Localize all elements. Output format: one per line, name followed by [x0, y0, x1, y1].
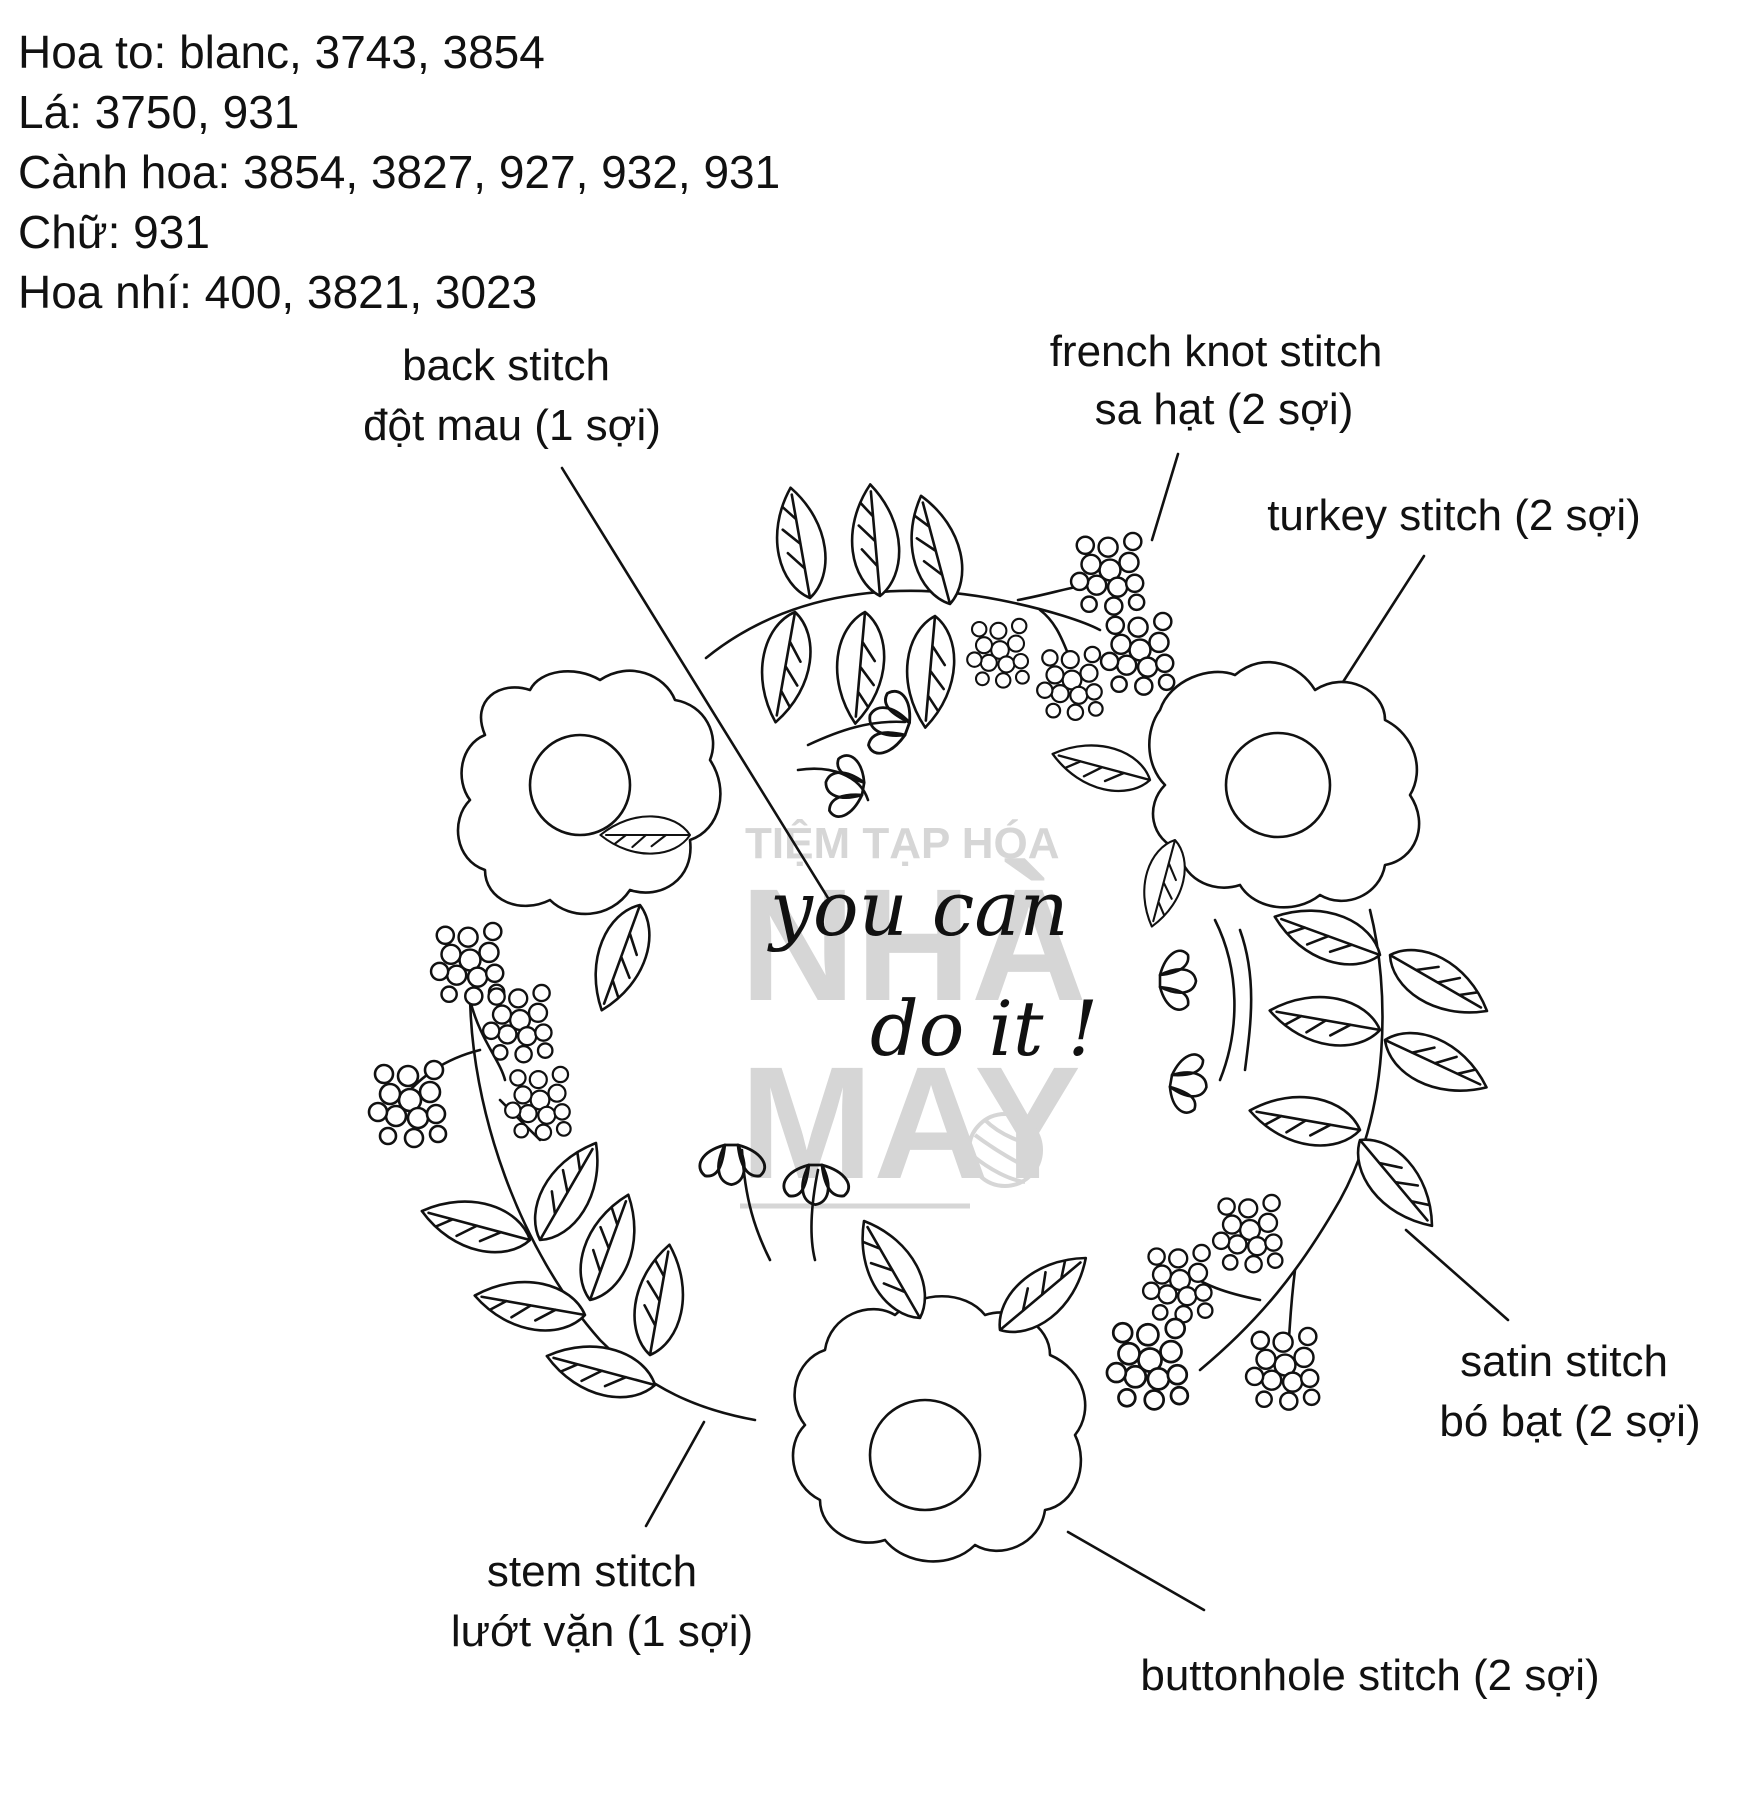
leader-stem-stitch [644, 1420, 706, 1528]
top-branch [704, 481, 1176, 731]
left-branch [367, 921, 757, 1422]
message-line-you-can: you can [767, 864, 1069, 953]
message-line-do-it: do it ! [870, 984, 1098, 1073]
legend-line-big-flowers: Hoa to: blanc, 3743, 3854 [18, 26, 545, 78]
big-flower-top-right [1046, 660, 1421, 933]
leader-satin-stitch [1404, 1228, 1510, 1322]
legend-line-lettering: Chữ: 931 [18, 206, 210, 258]
label-satin-stitch-title: satin stitch [1460, 1337, 1668, 1386]
yarn-ball-icon [967, 1112, 1043, 1188]
legend-line-leaves: Lá: 3750, 931 [18, 86, 300, 138]
label-french-knot-title: french knot stitch [1050, 327, 1383, 376]
legend-line-small-flowers: Hoa nhí: 400, 3821, 3023 [18, 266, 538, 318]
label-stem-stitch-title: stem stitch [487, 1547, 697, 1596]
leader-back-stitch [560, 466, 830, 900]
watermark: TIỆM TẠP HÓA NHÀ MAY [740, 818, 1087, 1212]
leader-french-knot [1150, 452, 1180, 542]
small-buds [698, 684, 1253, 1262]
label-stem-stitch-vi: lướt vặn (1 sợi) [451, 1607, 753, 1656]
label-turkey-stitch: turkey stitch (2 sợi) [1267, 491, 1641, 540]
watermark-shop-name: TIỆM TẠP HÓA [745, 818, 1060, 868]
label-back-stitch-vi: đột mau (1 sợi) [363, 401, 661, 450]
right-branch [1105, 893, 1500, 1411]
stitch-labels: back stitch đột mau (1 sợi) french knot … [363, 327, 1701, 1700]
label-satin-stitch-vi: bó bạt (2 sợi) [1439, 1397, 1700, 1446]
watermark-word-nha: NHÀ [740, 855, 1087, 1034]
big-flower-bottom [791, 1208, 1103, 1563]
label-french-knot-vi: sa hạt (2 sợi) [1095, 385, 1354, 434]
label-buttonhole-stitch: buttonhole stitch (2 sợi) [1140, 1651, 1599, 1700]
center-message: you can do it ! [767, 864, 1098, 1073]
thread-color-legend: Hoa to: blanc, 3743, 3854 Lá: 3750, 931 … [18, 22, 780, 322]
big-flower-top-left [456, 669, 722, 1020]
label-back-stitch-title: back stitch [402, 341, 610, 390]
legend-line-branches: Cành hoa: 3854, 3827, 927, 932, 931 [18, 146, 781, 198]
leader-buttonhole-stitch [1066, 1530, 1206, 1612]
